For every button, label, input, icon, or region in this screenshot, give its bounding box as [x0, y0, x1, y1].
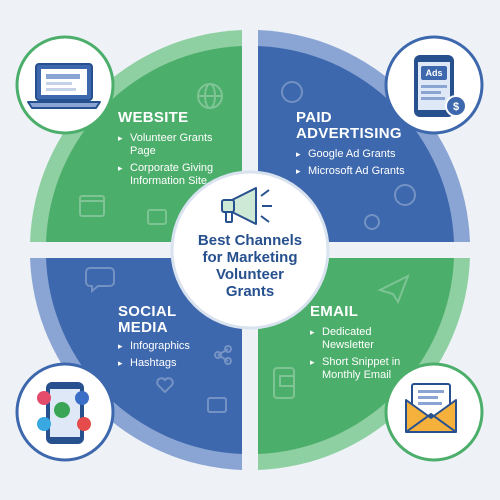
list-item: Infographics — [118, 340, 228, 353]
center-title: Best Channels for Marketing Volunteer Gr… — [185, 232, 315, 300]
youtube-icon — [77, 417, 91, 431]
whatsapp-icon — [54, 402, 70, 418]
list-item: Hashtags — [118, 357, 228, 370]
website-badge — [15, 35, 115, 135]
list-item: Volunteer Grants Page — [118, 132, 236, 158]
laptop-icon — [27, 63, 101, 109]
paper-plane-icon — [377, 273, 410, 305]
paid-advertising-title: PAID ADVERTISING — [296, 109, 402, 142]
phone-mail-icon — [273, 367, 295, 399]
dollar-badge-icon: $ — [445, 95, 467, 117]
chat-bubble-icon — [85, 267, 115, 294]
list-item: Dedicated Newsletter — [310, 326, 402, 352]
dollar-coin-icon — [281, 81, 416, 230]
social-media-badge — [15, 362, 115, 462]
list-item: Google Ad Grants — [296, 148, 416, 161]
instagram-icon — [37, 391, 51, 405]
code-window-icon — [79, 195, 105, 217]
twitter-icon — [37, 417, 51, 431]
email-list: Dedicated Newsletter Short Snippet in Mo… — [310, 326, 402, 386]
email-badge — [384, 362, 484, 462]
svg-text:$: $ — [453, 101, 459, 113]
center-circle — [170, 170, 330, 330]
paid-advertising-quadrant — [258, 46, 454, 242]
browser-icon — [147, 209, 167, 225]
center-title-line: Grants — [225, 283, 275, 300]
globe-icon — [197, 83, 223, 109]
center-title-line: for Marketing — [202, 249, 298, 266]
paid-advertising-badge: $ — [384, 35, 484, 135]
thumbs-up-icon — [207, 397, 227, 413]
heart-icon — [156, 377, 174, 394]
ads-label: Ads — [425, 68, 443, 78]
website-title: WEBSITE — [118, 109, 189, 126]
list-item: Microsoft Ad Grants — [296, 165, 416, 178]
list-item: Corporate Giving Information Site — [118, 162, 236, 188]
social-media-title: SOCIAL MEDIA — [118, 303, 177, 336]
megaphone-icon — [221, 187, 272, 225]
center-title-line: Best Channels — [197, 232, 303, 249]
list-item: Short Snippet in Monthly Email — [310, 356, 402, 382]
paid-advertising-list: Google Ad Grants Microsoft Ad Grants — [296, 148, 416, 182]
website-list: Volunteer Grants Page Corporate Giving I… — [118, 132, 236, 192]
envelope-icon — [405, 383, 457, 433]
center-title-line: Volunteer — [215, 266, 285, 283]
ads-phone-icon — [414, 55, 454, 117]
social-media-list: Infographics Hashtags — [118, 340, 228, 374]
facebook-icon — [75, 391, 89, 405]
email-title: EMAIL — [310, 303, 359, 320]
social-media-quadrant — [46, 258, 242, 454]
